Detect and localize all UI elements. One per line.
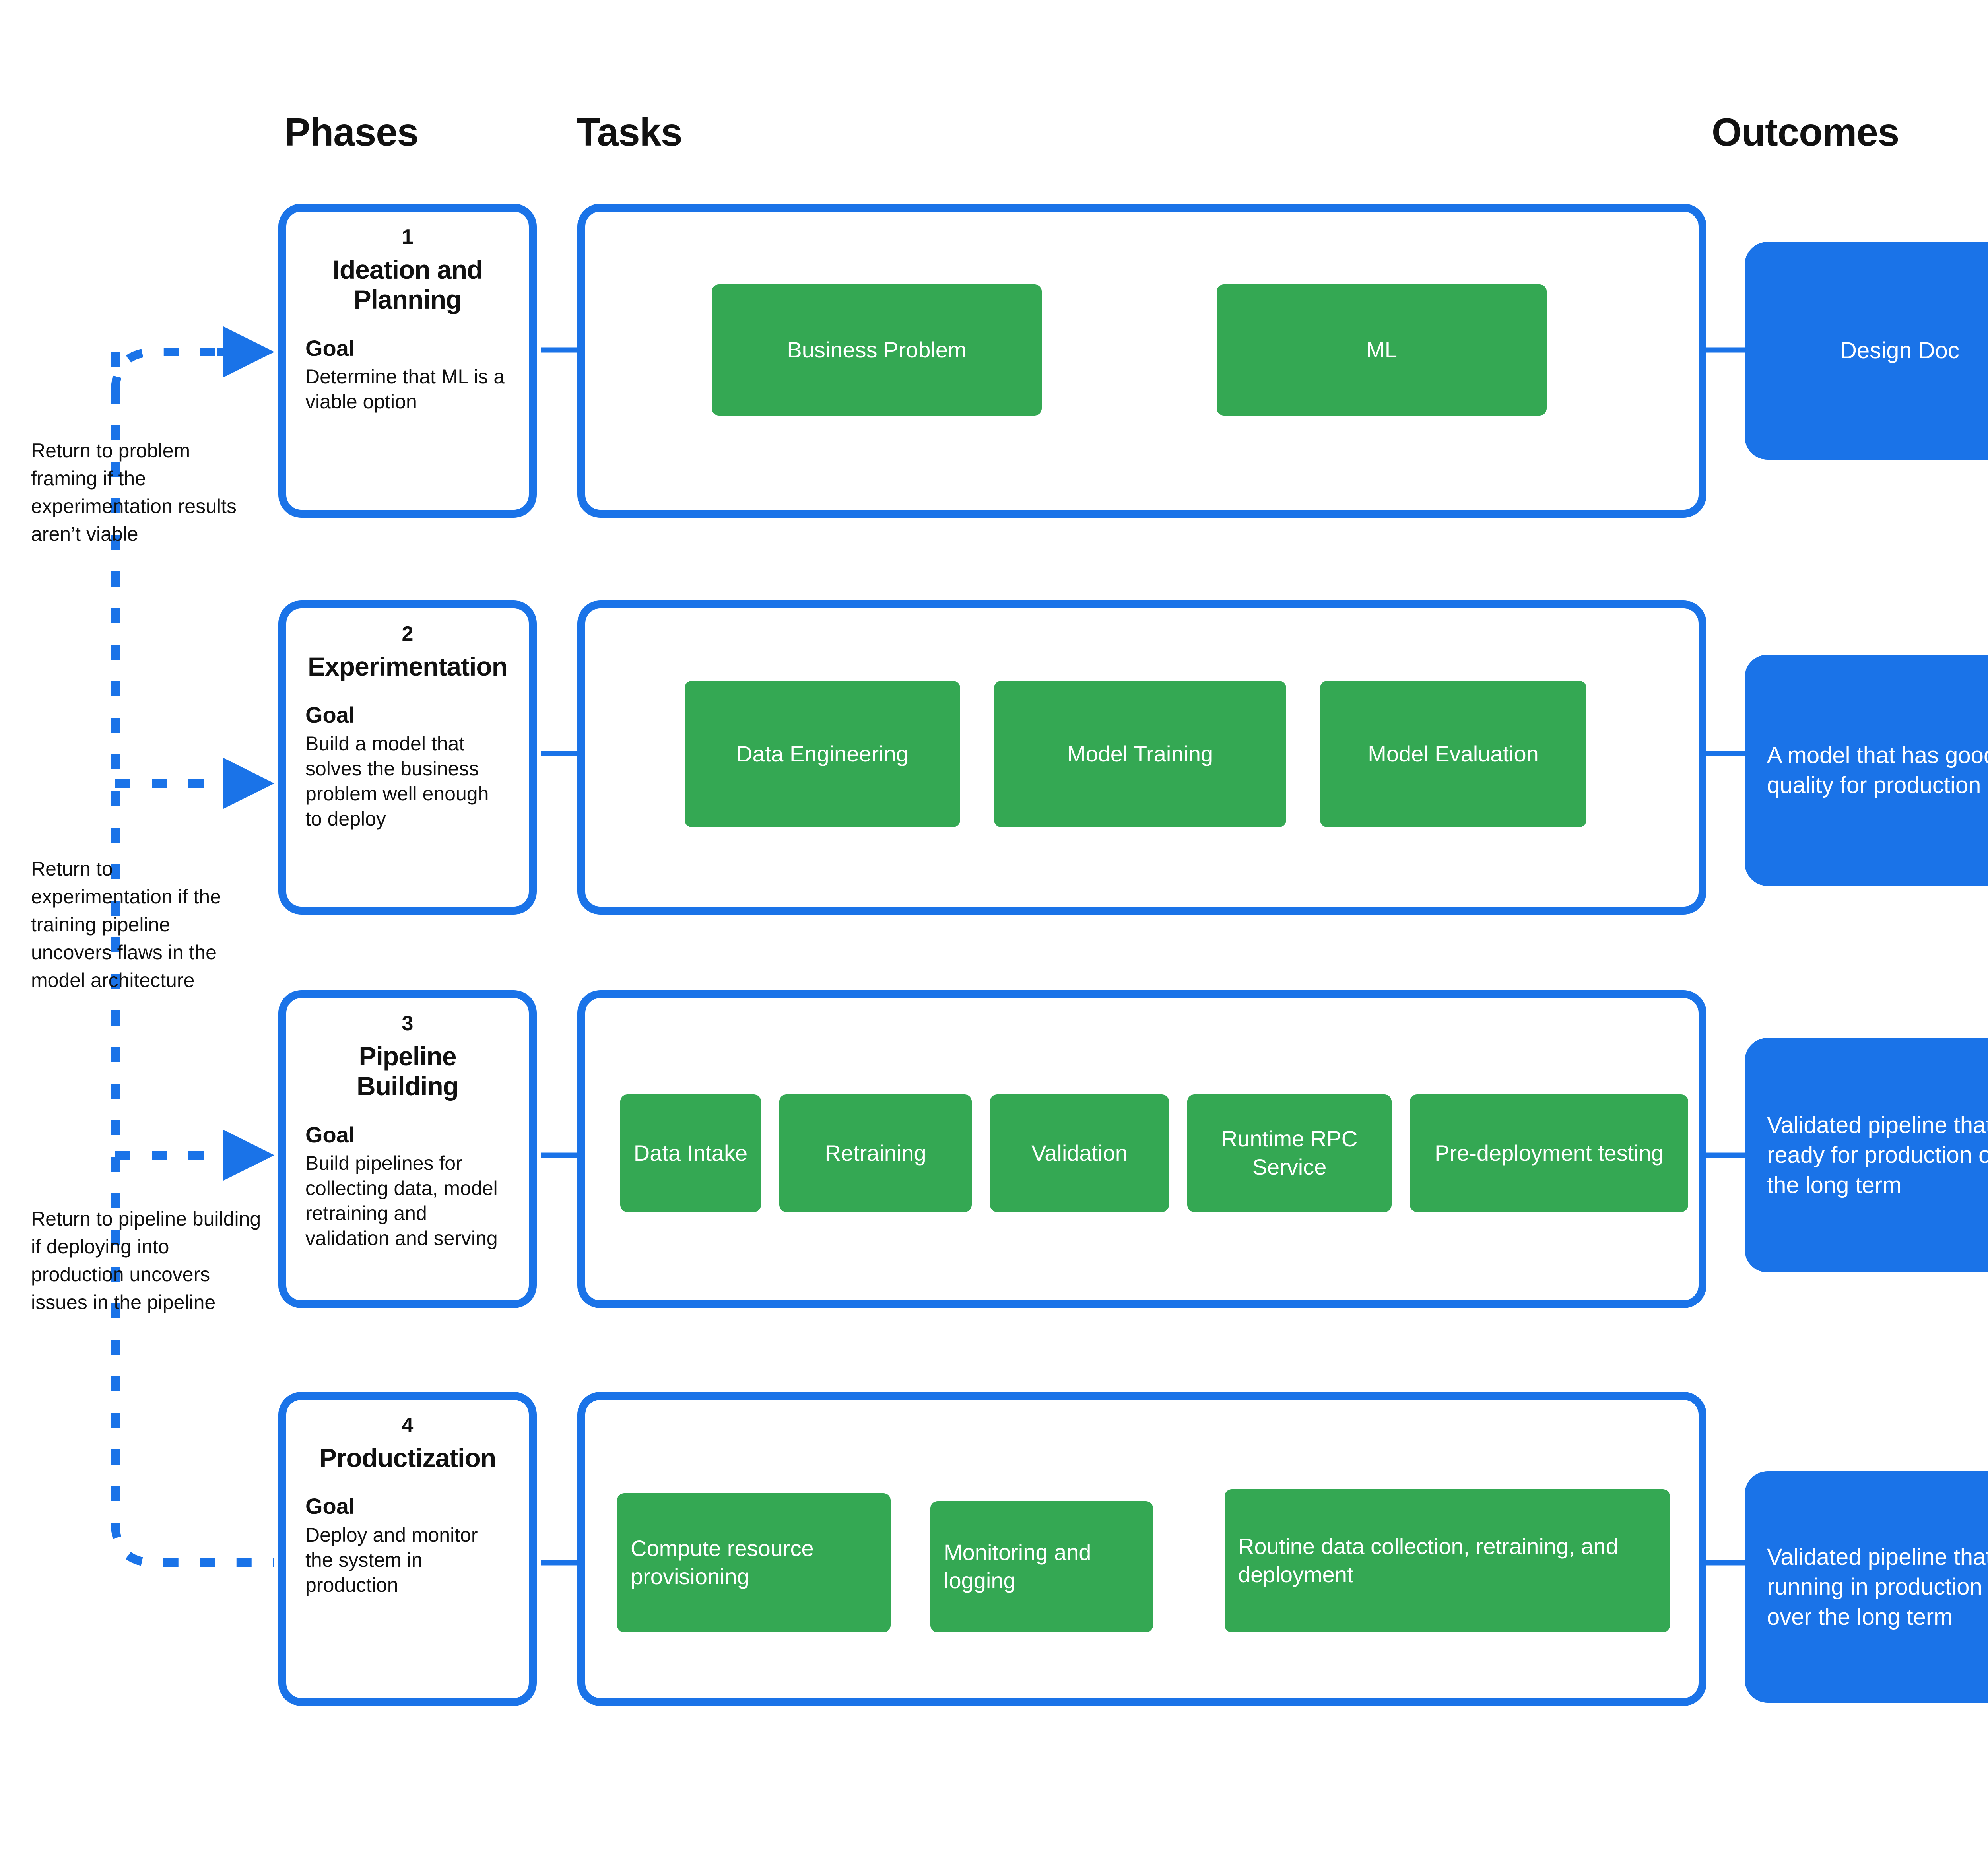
task-chip-validation[interactable]: Validation — [990, 1094, 1169, 1212]
phase-card-2[interactable]: 2 Experimentation Goal Build a model tha… — [278, 600, 537, 915]
task-chip-pre-deployment-testing[interactable]: Pre-deployment testing — [1410, 1094, 1688, 1212]
goal-label-4: Goal — [305, 1494, 355, 1519]
phase-title-3: Pipeline Building — [357, 1041, 459, 1101]
phase-number-4: 4 — [402, 1414, 414, 1437]
goal-text-4: Deploy and monitor the system in product… — [305, 1523, 478, 1596]
task-label: Runtime RPC Service — [1221, 1126, 1358, 1179]
goal-label-3: Goal — [305, 1122, 355, 1147]
task-chip-data-intake[interactable]: Data Intake — [620, 1094, 761, 1212]
return-arrowhead-phase1 — [223, 326, 274, 378]
outcome-box-1[interactable]: Design Doc — [1745, 242, 1988, 460]
return-arrowhead-phase3 — [223, 1129, 274, 1181]
task-label: Compute resource provisioning — [631, 1536, 814, 1589]
outcome-label: A model that has good quality for produc… — [1767, 742, 1988, 798]
task-label: Monitoring and logging — [944, 1540, 1091, 1593]
task-chip-monitoring-and-logging[interactable]: Monitoring and logging — [930, 1501, 1153, 1632]
goal-text-1: Determine that ML is a viable option — [305, 365, 505, 413]
column-header-phases: Phases — [284, 110, 419, 154]
phase-title-2: Experimentation — [307, 652, 508, 682]
task-label: Data Engineering — [736, 741, 909, 766]
outcome-box-2[interactable]: A model that has good quality for produc… — [1745, 655, 1988, 886]
task-label: Data Intake — [633, 1140, 748, 1166]
annotation-return-pipeline-building: Return to pipeline building if deploying… — [31, 1208, 261, 1313]
phase-number-1: 1 — [402, 225, 414, 249]
phase-task-links — [541, 347, 577, 1566]
goal-label-1: Goal — [305, 335, 355, 361]
task-label: Pre-deployment testing — [1435, 1140, 1664, 1166]
phase-card-3[interactable]: 3 Pipeline Building Goal Build pipelines… — [278, 990, 537, 1308]
outcome-label: Validated pipeline that’s ready for prod… — [1767, 1112, 1988, 1198]
goal-text-3: Build pipelines for collecting data, mod… — [305, 1152, 498, 1250]
goal-label-2: Goal — [305, 702, 355, 728]
phase-title-4: Productization — [319, 1443, 496, 1473]
task-chip-ml[interactable]: ML — [1217, 284, 1547, 416]
task-chip-runtime-rpc-service[interactable]: Runtime RPC Service — [1187, 1094, 1392, 1212]
phase-card-1[interactable]: 1 Ideation and Planning Goal Determine t… — [278, 204, 537, 518]
task-chip-business-problem[interactable]: Business Problem — [712, 284, 1042, 416]
outcome-box-3[interactable]: Validated pipeline that’s ready for prod… — [1745, 1038, 1988, 1272]
task-label: Model Evaluation — [1368, 741, 1539, 766]
return-arrowhead-phase2 — [223, 758, 274, 809]
phase-title-1: Ideation and Planning — [332, 255, 483, 315]
task-outcome-links — [1706, 347, 1745, 1566]
phase-number-2: 2 — [402, 622, 414, 645]
column-header-outcomes: Outcomes — [1712, 110, 1899, 154]
task-chip-model-training[interactable]: Model Training — [994, 681, 1286, 827]
task-chip-data-engineering[interactable]: Data Engineering — [685, 681, 960, 827]
outcome-label: Design Doc — [1840, 338, 1959, 364]
task-chip-compute-resource-provisioning[interactable]: Compute resource provisioning — [617, 1493, 891, 1632]
phase-number-3: 3 — [402, 1012, 414, 1035]
goal-text-2: Build a model that solves the business p… — [305, 732, 489, 830]
annotation-return-problem-framing: Return to problem framing if the experim… — [31, 439, 237, 545]
outcome-box-4[interactable]: Validated pipeline that’s running in pro… — [1745, 1471, 1988, 1703]
column-header-tasks: Tasks — [577, 110, 683, 154]
task-label: Business Problem — [787, 337, 967, 362]
task-label: Routine data collection, retraining, and… — [1238, 1534, 1618, 1587]
task-label: Model Training — [1067, 741, 1213, 766]
phase-card-4[interactable]: 4 Productization Goal Deploy and monitor… — [278, 1392, 537, 1706]
task-chip-routine-data-collection[interactable]: Routine data collection, retraining, and… — [1225, 1489, 1670, 1632]
outcome-label: Validated pipeline that’s running in pro… — [1767, 1544, 1988, 1630]
task-label: Validation — [1031, 1140, 1128, 1166]
task-label: Retraining — [825, 1140, 926, 1166]
annotation-return-experimentation: Return to experimentation if the trainin… — [31, 858, 221, 991]
return-branch-phase1 — [111, 348, 217, 392]
task-chip-model-evaluation[interactable]: Model Evaluation — [1320, 681, 1586, 827]
task-label: ML — [1366, 337, 1397, 362]
task-chip-retraining[interactable]: Retraining — [779, 1094, 972, 1212]
